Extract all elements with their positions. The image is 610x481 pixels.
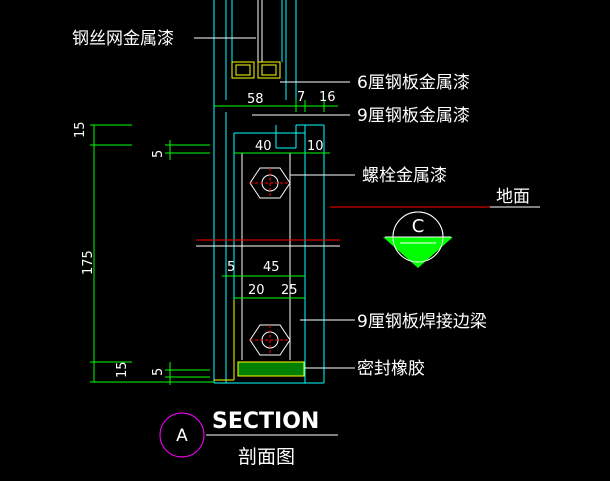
label-edgebeam: 9厘钢板焊接边梁 xyxy=(357,312,487,332)
dim-left-175: 175 xyxy=(81,250,96,275)
label-plate6: 6厘钢板金属漆 xyxy=(357,73,470,93)
column-body xyxy=(213,100,325,384)
dim-lower-45: 45 xyxy=(263,260,280,275)
title-subtitle: 剖面图 xyxy=(238,446,295,468)
title-section: SECTION xyxy=(212,409,319,434)
label-sealant: 密封橡胶 xyxy=(357,359,425,379)
upper-bolt xyxy=(249,167,291,199)
dim-left-15-top: 15 xyxy=(73,121,88,138)
plate-leaders xyxy=(252,81,350,116)
dim-lower-5: 5 xyxy=(227,260,235,275)
section-marker-c xyxy=(383,211,453,268)
dim-lower-20: 20 xyxy=(248,283,265,298)
left-dimension-lines xyxy=(90,124,214,385)
section-marker-letter: C xyxy=(412,216,425,237)
label-ground: 地面 xyxy=(496,187,530,207)
sealant-hatch xyxy=(237,361,305,377)
dim-top-7: 7 xyxy=(297,90,305,105)
dim-left-15-bottom: 15 xyxy=(115,361,130,378)
dim-left-5-top: 5 xyxy=(151,150,166,158)
label-plate9: 9厘钢板金属漆 xyxy=(357,106,470,126)
mesh-frame xyxy=(213,0,297,100)
dim-lower-25: 25 xyxy=(281,283,298,298)
title-block xyxy=(159,412,338,458)
dim-top-58: 58 xyxy=(247,92,264,107)
dim-mid-40: 40 xyxy=(255,139,272,154)
title-letter: A xyxy=(176,426,188,446)
lower-bolt xyxy=(249,324,291,356)
dim-top-16: 16 xyxy=(319,90,336,105)
label-bolt: 螺栓金属漆 xyxy=(362,166,447,186)
title-circle xyxy=(159,412,205,458)
label-mesh: 钢丝网金属漆 xyxy=(72,29,174,49)
dim-mid-10: 10 xyxy=(307,139,324,154)
lower-dimension-lines xyxy=(222,275,305,299)
dim-left-5-bottom: 5 xyxy=(151,368,166,376)
